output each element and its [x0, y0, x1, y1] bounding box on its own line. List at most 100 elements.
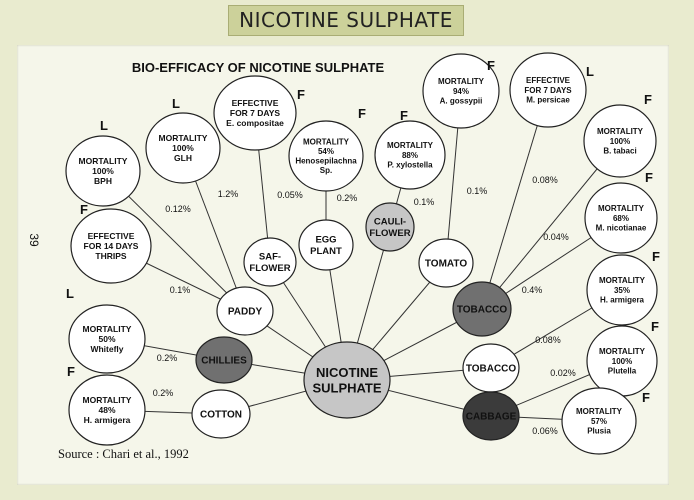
crop-node-egg-text: PLANT — [310, 246, 342, 257]
result-node-r_btab-text: B. tabaci — [603, 146, 636, 155]
result-node-r_plut-text: 100% — [612, 357, 632, 366]
result-node-r_agos-shape — [422, 53, 500, 129]
result-node-r_plus-text: Plusia — [587, 426, 611, 435]
crop-node-cauli-text: FLOWER — [369, 228, 410, 239]
crop-node-saf: SAF-FLOWER — [243, 237, 297, 287]
dose-label-r_white: 0.2% — [157, 353, 178, 363]
result-node-r_ecomp-text: EFFECTIVE — [232, 98, 279, 108]
crop-node-tomato-text: TOMATO — [425, 259, 467, 270]
result-node-r_harm1-shape — [586, 254, 658, 326]
result-node-r_agos-text: MORTALITY — [438, 77, 485, 86]
result-node-r_heno-text: Sp. — [320, 166, 332, 175]
dose-label-r_plus: 0.06% — [532, 426, 558, 436]
result-node-r_mpers-shape — [509, 52, 587, 128]
dose-label-r_mnic: 0.4% — [522, 285, 543, 295]
result-node-r_plus-text: MORTALITY — [576, 407, 623, 416]
result-node-r_pxy-text: P. xylostella — [387, 160, 433, 169]
result-node-r_ecomp-shape — [213, 75, 297, 151]
crop-node-cabbage-text: CABBAGE — [466, 412, 517, 423]
dose-label-r_plut: 0.02% — [550, 368, 576, 378]
result-node-r_plut-text: MORTALITY — [599, 347, 646, 356]
dose-label-r_heno: 0.2% — [337, 193, 358, 203]
crop-node-cotton: COTTON — [191, 389, 251, 439]
result-node-r_heno-text: Henosepilachna — [295, 157, 357, 166]
result-node-r_white-shape — [68, 304, 146, 374]
result-node-r_bph-text: 100% — [92, 166, 114, 176]
trial-type-tag-r_white: L — [66, 286, 74, 301]
trial-type-tag-r_heno: F — [358, 106, 366, 121]
result-node-r_harm2-text: H. armigera — [84, 415, 131, 425]
dose-label-r_harm2: 0.2% — [153, 388, 174, 398]
diagram-title: BIO-EFFICACY OF NICOTINE SULPHATE — [132, 60, 385, 75]
result-node-r_glh-shape — [145, 112, 221, 184]
crop-node-cauli-shape — [365, 202, 415, 252]
crop-node-saf-text: FLOWER — [249, 263, 290, 274]
result-node-r_harm2-shape — [68, 374, 146, 446]
result-node-r_ecomp-text: E. compositae — [226, 118, 284, 128]
crop-node-paddy: PADDY — [216, 286, 274, 336]
labels-layer: 0.12%L1.2%L0.1%F0.05%F0.2%F0.1%F0.1%F0.0… — [66, 58, 660, 436]
crop-node-cauli: CAULI-FLOWER — [365, 202, 415, 252]
crop-node-cotton-shape — [191, 389, 251, 439]
center-node-nicotine-sulphate-text: SULPHATE — [312, 380, 381, 395]
trial-type-tag-r_btab: F — [644, 92, 652, 107]
result-node-r_thrips-text: FOR 14 DAYS — [84, 241, 139, 251]
crop-node-cabbage-shape — [462, 391, 520, 441]
result-node-r_white-text: MORTALITY — [83, 324, 132, 334]
result-node-r_mnic-text: MORTALITY — [598, 204, 645, 213]
dose-label-r_harm1: 0.08% — [535, 335, 561, 345]
result-node-r_harm1-text: 35% — [614, 286, 630, 295]
dose-label-r_btab: 0.04% — [543, 232, 569, 242]
result-node-r_bph-shape — [65, 135, 141, 207]
trial-type-tag-r_glh: L — [172, 96, 180, 111]
trial-type-tag-r_ecomp: F — [297, 87, 305, 102]
trial-type-tag-r_mnic: F — [645, 170, 653, 185]
trial-type-tag-r_plut: F — [651, 319, 659, 334]
result-node-r_glh-text: MORTALITY — [159, 133, 208, 143]
crop-node-cauli-text: CAULI- — [374, 217, 406, 228]
trial-type-tag-r_pxy: F — [400, 108, 408, 123]
result-node-r_mpers-text: FOR 7 DAYS — [524, 86, 572, 95]
result-node-r_thrips-shape — [70, 208, 152, 284]
crop-node-tob1: TOBACCO — [452, 281, 512, 337]
result-node-r_agos-text: 94% — [453, 87, 469, 96]
crop-node-tomato-shape — [418, 238, 474, 288]
connector-tob1-r_mpers — [481, 89, 549, 310]
result-node-r_pxy-text: MORTALITY — [387, 141, 434, 150]
result-node-r_pxy-text: 88% — [402, 151, 418, 160]
result-node-r_pxy-shape — [374, 120, 446, 190]
dose-label-r_pxy: 0.1% — [414, 197, 435, 207]
result-node-r_mnic-text: 68% — [613, 214, 629, 223]
trial-type-tag-r_harm2: F — [67, 364, 75, 379]
crop-node-tob1-shape — [452, 281, 512, 337]
crop-node-saf-shape — [243, 237, 297, 287]
result-node-r_btab-text: 100% — [610, 137, 630, 146]
dose-label-r_ecomp: 0.05% — [277, 190, 303, 200]
header-title-box: NICOTINE SULPHATE — [228, 5, 464, 36]
dose-label-r_agos: 0.1% — [467, 186, 488, 196]
result-node-r_mpers-text: M. persicae — [526, 95, 570, 104]
crop-node-paddy-text: PADDY — [228, 307, 263, 318]
center-node-nicotine-sulphate-text: NICOTINE — [316, 365, 378, 380]
crop-node-cabbage: CABBAGE — [462, 391, 520, 441]
trial-type-tag-r_mpers: L — [586, 64, 594, 79]
result-node-r_plut-text: Plutella — [608, 366, 637, 375]
source-citation: Source : Chari et al., 1992 — [58, 447, 189, 461]
crop-node-tob1-text: TOBACCO — [457, 305, 508, 316]
result-node-r_harm2-text: MORTALITY — [83, 395, 132, 405]
trial-type-tag-r_harm1: F — [652, 249, 660, 264]
result-node-r_mnic-shape — [584, 182, 658, 254]
result-node-r_glh-text: 100% — [172, 143, 194, 153]
result-node-r_ecomp-text: FOR 7 DAYS — [230, 108, 281, 118]
trial-type-tag-r_bph: L — [100, 118, 108, 133]
